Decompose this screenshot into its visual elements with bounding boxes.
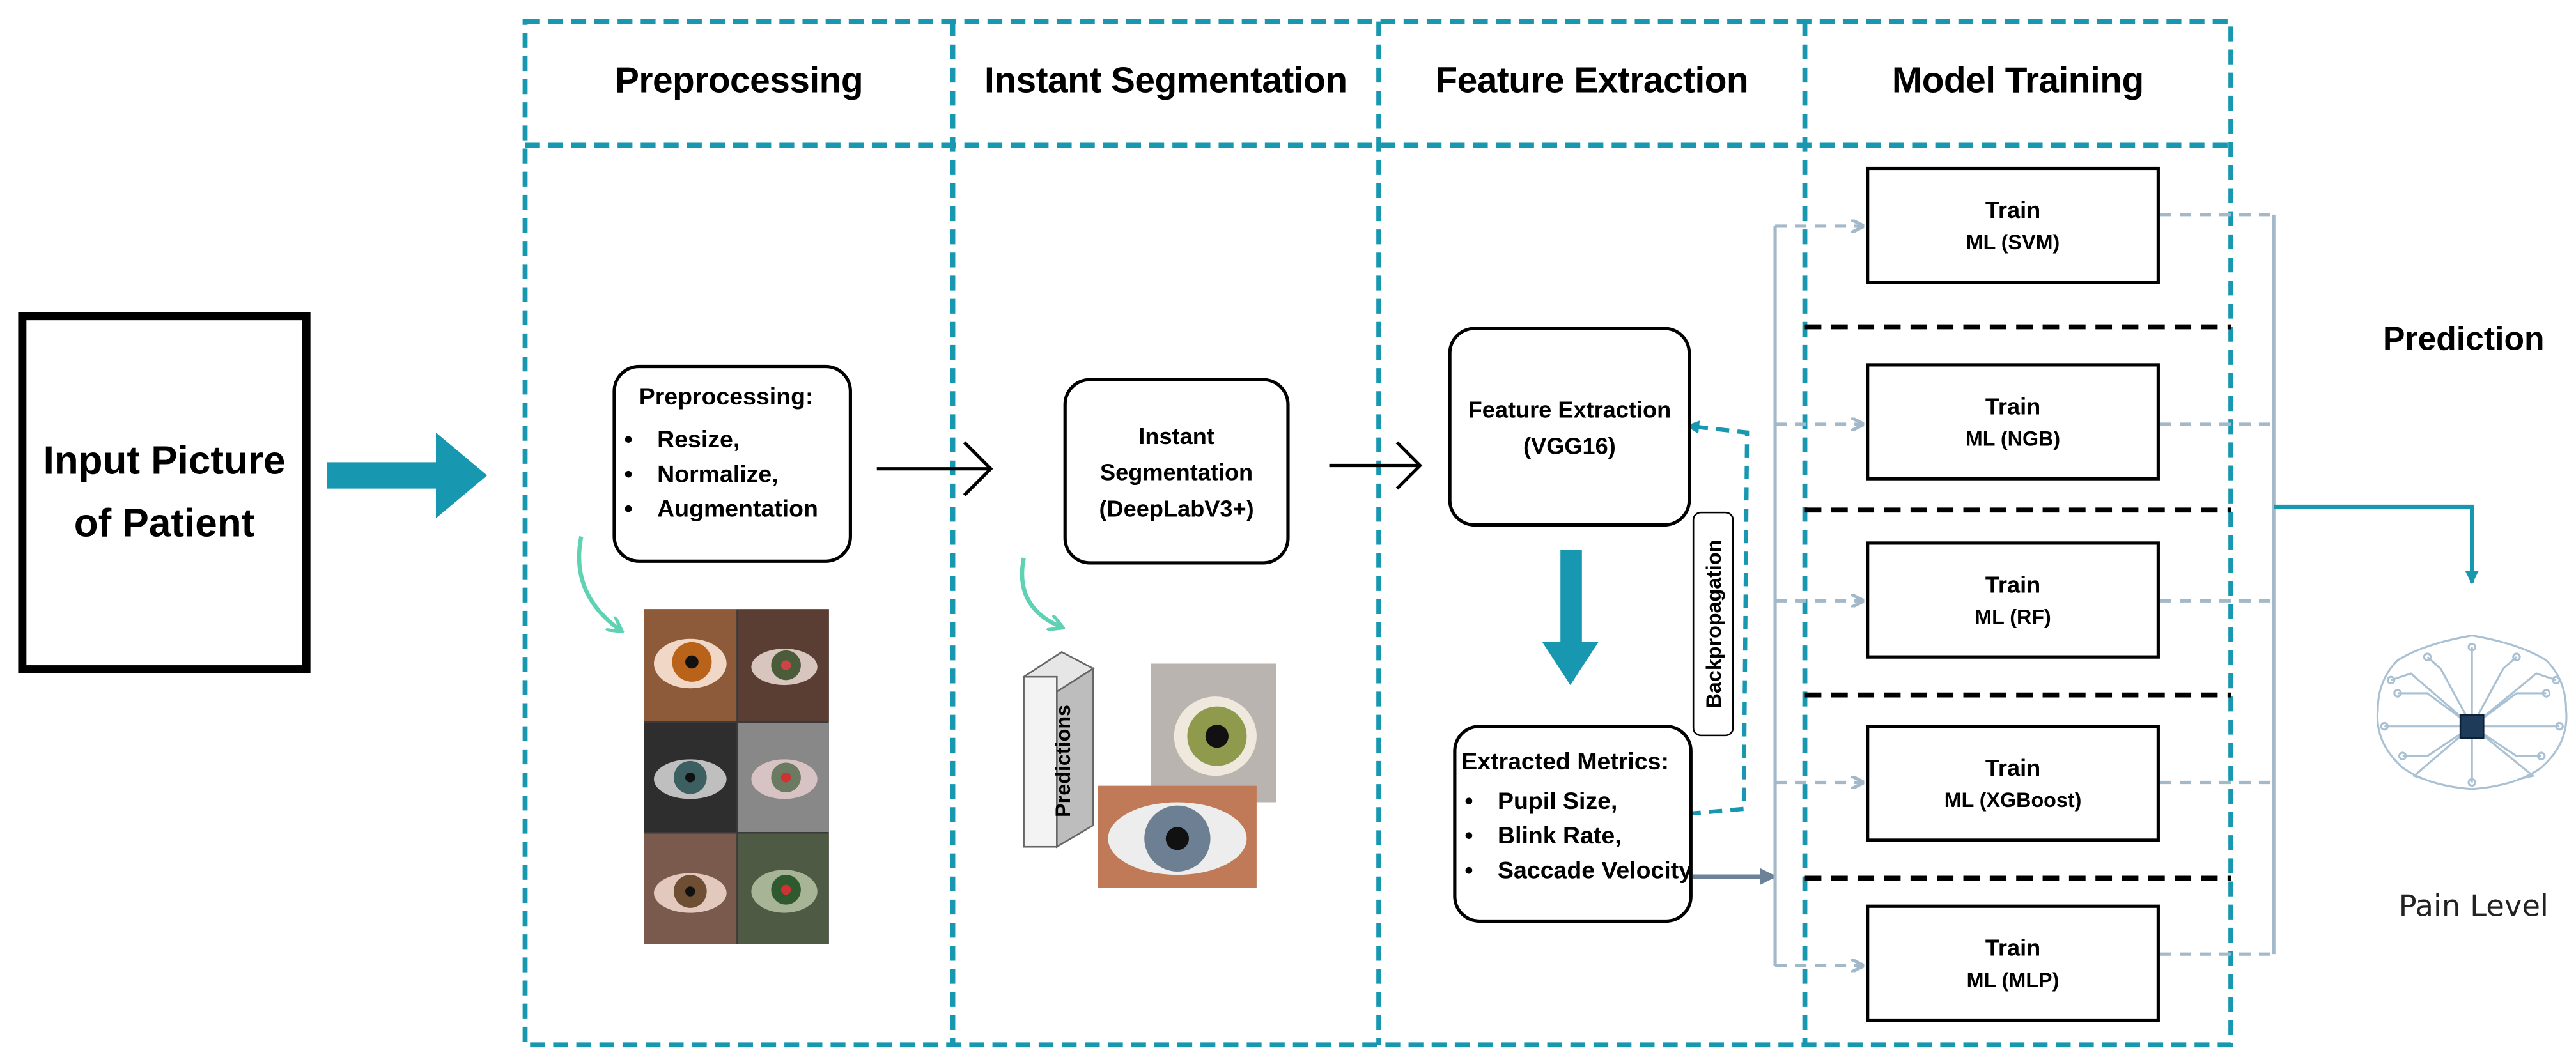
preprocessing-list: Resize, Normalize, Augmentation — [624, 424, 818, 528]
segmentation-line1: Instant — [1138, 422, 1214, 449]
extracted-metrics-box: Extracted Metrics: Pupil Size, Blink Rat… — [1453, 725, 1693, 923]
metrics-item: Saccade Velocity — [1464, 855, 1692, 889]
segmentation-line2: Segmentation — [1100, 458, 1253, 485]
preprocessing-item: Normalize, — [624, 459, 818, 493]
preprocessing-title: Preprocessing: — [639, 384, 814, 412]
backprop-label-box — [1692, 511, 1734, 737]
right-arrow-icon — [327, 432, 488, 519]
predictions-prism — [1021, 650, 1095, 849]
backprop-connector — [1686, 420, 1750, 816]
predictions-label: Predictions — [1051, 704, 1075, 817]
right-arrow-icon — [876, 441, 1423, 496]
preprocessing-item: Resize, — [624, 424, 818, 459]
model-box-mlp: Train ML (MLP) — [1866, 904, 2160, 1022]
model-train-label: Train — [1985, 196, 2041, 222]
input-title-line2: of Patient — [74, 501, 255, 546]
prediction-arrow — [2274, 504, 2479, 585]
stage-header-segmentation: Instant Segmentation — [984, 59, 1347, 101]
stage-header-preprocessing: Preprocessing — [614, 59, 864, 101]
metrics-item: Pupil Size, — [1464, 786, 1692, 820]
prediction-label: Prediction — [2382, 321, 2545, 358]
preprocessing-box: Preprocessing: Resize, Normalize, Augmen… — [612, 364, 852, 563]
model-box-ngb: Train ML (NGB) — [1866, 363, 2160, 481]
down-arrow-icon — [1542, 550, 1599, 686]
curved-arrow-icon — [577, 535, 621, 631]
circuit-brain-icon — [2376, 635, 2568, 790]
model-name: ML (MLP) — [1966, 968, 2060, 992]
feature-line2: (VGG16) — [1523, 431, 1616, 458]
stage-header-feature-extraction: Feature Extraction — [1435, 59, 1749, 101]
model-train-label: Train — [1985, 570, 2041, 597]
model-separators — [1804, 324, 2231, 881]
segmentation-line3: (DeepLabV3+) — [1099, 494, 1254, 521]
curved-arrow-icon — [1020, 557, 1062, 627]
segmentation-box: Instant Segmentation (DeepLabV3+) — [1063, 378, 1290, 565]
model-box-svm: Train ML (SVM) — [1866, 166, 2160, 284]
model-train-label: Train — [1985, 392, 2041, 419]
augmented-eye-grid — [644, 609, 829, 944]
stage-header-model-training: Model Training — [1891, 59, 2144, 101]
input-picture-box: Input Picture of Patient — [18, 312, 311, 673]
feature-line1: Feature Extraction — [1468, 395, 1672, 422]
feature-extraction-box: Feature Extraction (VGG16) — [1448, 327, 1691, 527]
preprocessing-item: Augmentation — [624, 493, 818, 528]
stage-frames — [522, 19, 2233, 1048]
model-box-rf: Train ML (RF) — [1866, 541, 2160, 659]
metrics-title: Extracted Metrics: — [1461, 749, 1669, 776]
model-train-label: Train — [1985, 933, 2041, 960]
eye-closeup-photo — [1098, 785, 1257, 888]
model-name: ML (RF) — [1975, 604, 2051, 628]
backprop-label: Backpropagation — [1702, 539, 1726, 709]
metrics-list: Pupil Size, Blink Rate, Saccade Velocity — [1464, 786, 1692, 890]
model-input-connectors — [1773, 226, 1863, 966]
model-name: ML (SVM) — [1966, 230, 2060, 254]
model-name: ML (NGB) — [1965, 426, 2061, 450]
metrics-item: Blink Rate, — [1464, 820, 1692, 855]
pain-level-label: Pain Level — [2398, 889, 2549, 925]
segmented-eye-photo — [1151, 663, 1276, 803]
chip-icon — [2459, 714, 2485, 739]
model-name: ML (XGBoost) — [1944, 788, 2082, 812]
input-title-line1: Input Picture — [43, 438, 286, 483]
model-output-connectors — [2159, 213, 2276, 956]
model-box-xgboost: Train ML (XGBoost) — [1866, 725, 2160, 842]
model-train-label: Train — [1985, 753, 2041, 780]
